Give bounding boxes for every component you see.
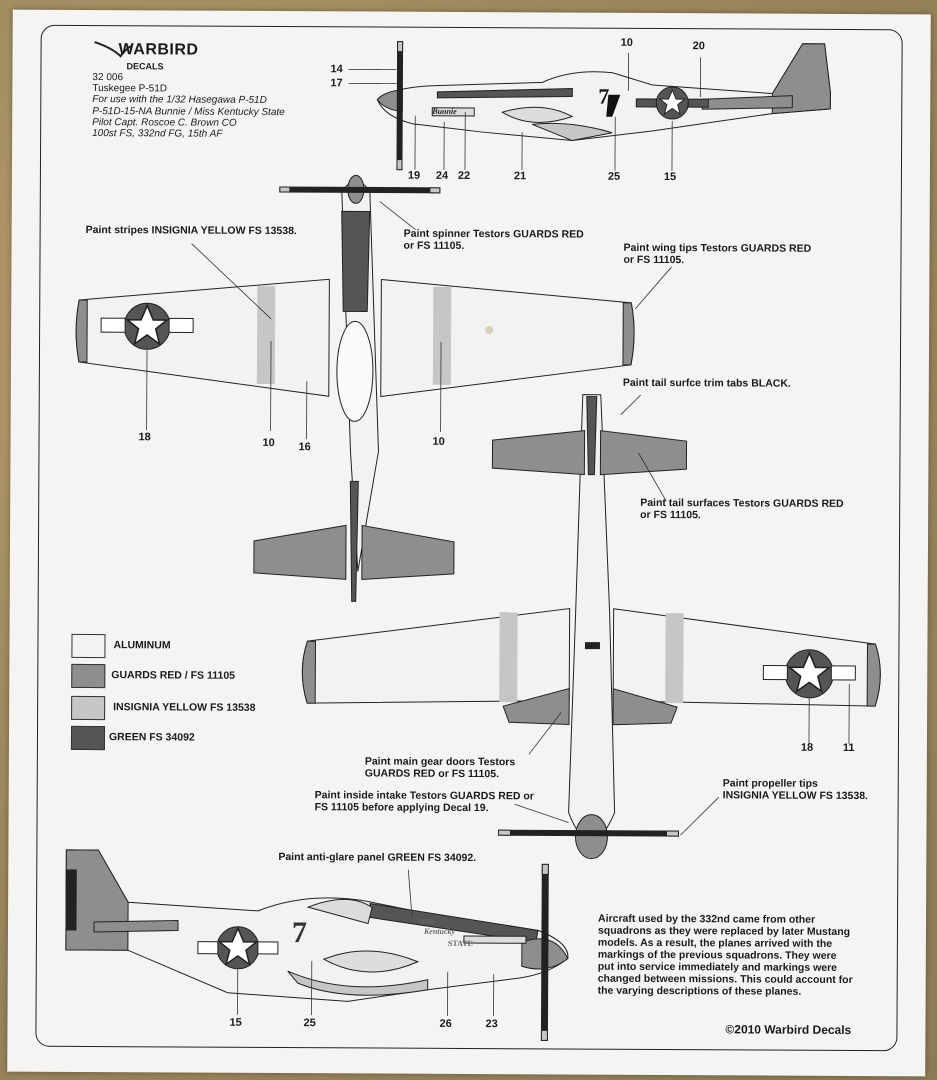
legend-label: INSIGNIA YELLOW FS 13538 xyxy=(113,701,256,714)
sheet-number: 32 006 xyxy=(92,72,124,84)
decal-number: 10 xyxy=(432,435,445,448)
callout-proptips-2: INSIGNIA YELLOW FS 13538. xyxy=(722,789,869,803)
legend-swatch-aluminum xyxy=(71,633,106,659)
decal-number: 19 xyxy=(407,169,421,182)
decal-number: 25 xyxy=(607,170,621,183)
sheet-usage: For use with the 1/32 Hasegawa P-51D xyxy=(92,94,267,106)
decal-number: 25 xyxy=(303,1017,316,1030)
brand-logo-subtext: DECALS xyxy=(126,61,164,72)
decal-number: 21 xyxy=(513,170,527,183)
callout-antiglare: Paint anti-glare panel GREEN FS 34092. xyxy=(278,851,477,865)
unit-info: 100st FS, 332nd FG, 15th AF xyxy=(92,128,223,140)
callout-intake-1: Paint inside intake Testors GUARDS RED o… xyxy=(314,789,534,803)
callout-proptips-1: Paint propeller tips xyxy=(722,777,818,790)
decal-number: 11 xyxy=(842,741,855,755)
decal-number: 15 xyxy=(663,171,677,184)
brand-logo-text: WARBIRD xyxy=(118,41,199,59)
callout-geardoors-1: Paint main gear doors Testors xyxy=(364,755,516,769)
fuselage-code-bottom: 7 xyxy=(291,916,308,950)
decal-number: 20 xyxy=(692,40,705,53)
legend-swatch-guards-red xyxy=(71,663,106,689)
callout-spinner-1: Paint spinner Testors GUARDS RED xyxy=(403,227,584,241)
callout-wingtips-2: or FS 11105. xyxy=(623,253,685,267)
decal-number: 24 xyxy=(435,169,449,182)
decal-number: 14 xyxy=(330,63,343,76)
side-profile-bottom xyxy=(65,849,569,1041)
decal-number: 22 xyxy=(457,169,471,183)
nose-art-kentucky: Kentucky xyxy=(423,926,456,936)
decal-number: 16 xyxy=(298,441,311,454)
callout-stripes: Paint stripes INSIGNIA YELLOW FS 13538. xyxy=(85,223,297,238)
instruction-sheet: WARBIRD DECALS 32 006 Tuskegee P-51D For… xyxy=(7,9,931,1077)
side-profile-top xyxy=(376,41,831,171)
callout-geardoors-2: GUARDS RED or FS 11105. xyxy=(364,767,500,781)
nose-art-bunnie: Bunnie xyxy=(432,106,457,116)
legend-swatch-green xyxy=(70,725,106,751)
decal-number: 10 xyxy=(262,436,275,449)
decal-number: 15 xyxy=(229,1016,242,1029)
aircraft-drawings xyxy=(65,41,881,1041)
callout-spinner-2: or FS 11105. xyxy=(403,239,465,252)
callout-tailsurfaces-2: or FS 11105. xyxy=(640,508,701,522)
callout-tailsurfaces-1: Paint tail surfaces Testors GUARDS RED xyxy=(640,496,844,510)
sheet-subject: Tuskegee P-51D xyxy=(92,83,168,95)
pilot-name: Pilot Capt. Roscoe C. Brown CO xyxy=(92,117,237,129)
legend-swatch-insignia-yellow xyxy=(71,695,106,721)
note-line: the varying descriptions of these planes… xyxy=(597,984,802,998)
nose-art-state: STATE xyxy=(447,938,473,949)
fuselage-code-top: 7 xyxy=(598,83,610,109)
legend-label: GUARDS RED / FS 11105 xyxy=(111,669,236,682)
decal-number: 17 xyxy=(330,77,343,90)
legend-label: GREEN FS 34092 xyxy=(108,731,195,744)
callout-wingtips-1: Paint wing tips Testors GUARDS RED xyxy=(623,241,812,255)
callout-intake-2: FS 11105 before applying Decal 19. xyxy=(314,801,489,815)
callout-trimtabs: Paint tail surfce trim tabs BLACK. xyxy=(622,376,791,390)
note-line: Aircraft used by the 332nd came from oth… xyxy=(598,912,816,926)
decal-number: 23 xyxy=(485,1018,498,1031)
decal-number: 18 xyxy=(138,431,151,444)
decal-number: 26 xyxy=(439,1017,452,1030)
decal-number: 10 xyxy=(620,36,633,49)
plan-view-underside xyxy=(301,394,881,860)
plan-view-top xyxy=(75,174,635,602)
decal-number: 18 xyxy=(800,741,814,754)
legend-label: ALUMINUM xyxy=(113,639,171,652)
warbird-logo xyxy=(94,41,132,58)
copyright: ©2010 Warbird Decals xyxy=(725,1022,852,1038)
